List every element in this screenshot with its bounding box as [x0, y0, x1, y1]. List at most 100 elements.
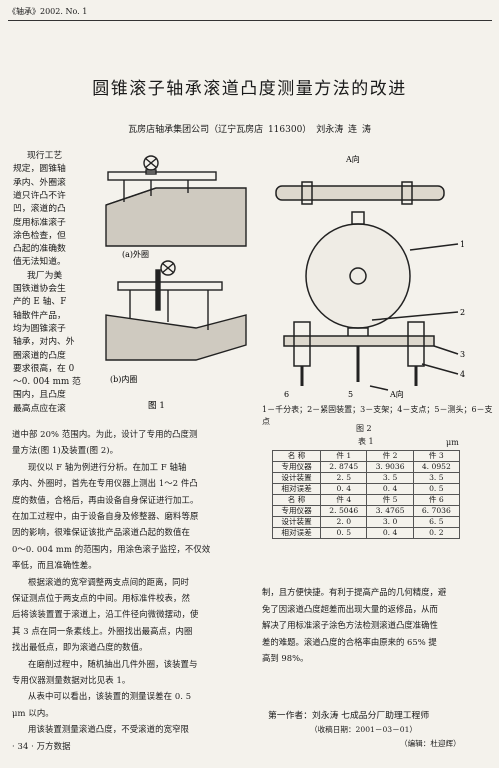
body-line: 承内、外圈时，首先在专用仪器上测出 1～2 件凸 — [12, 478, 198, 489]
table-cell: 3. 0 — [366, 516, 414, 528]
table-cell: 0. 5 — [320, 527, 368, 539]
body-line: 根据滚道的宽窄调整两支点间的距离，同时 — [28, 576, 190, 587]
body-line: 0～0. 004 mm 的范围内，用涂色滚子监控，不仅效 — [12, 543, 211, 554]
table-cell: 3. 5 — [412, 472, 461, 484]
table-cell: 件 5 — [366, 494, 414, 506]
body-line: 专用仪器测量数据对比见表 1。 — [12, 675, 131, 685]
table-cell: 件 1 — [320, 450, 368, 462]
byline-org: 瓦房店轴承集团公司（辽宁瓦房店 — [128, 125, 264, 135]
table-cell: 2. 5046 — [320, 505, 368, 517]
body-line: 道只许凸不许 — [13, 190, 66, 201]
body-line: · 34 · 万方数据 — [12, 740, 71, 751]
article-title: 圆锥滚子轴承滚道凸度测量方法的改进 — [92, 79, 407, 99]
editor-note: （编辑：杜迎辉） — [400, 739, 461, 748]
table-cell: 相对误差 — [271, 527, 322, 539]
body-line: ～0. 004 mm 范 — [13, 377, 81, 388]
author-note: 第一作者：刘永涛 七成品分厂助理工程师 — [268, 711, 430, 721]
table-cell: 0. 4 — [366, 483, 414, 495]
byline: 瓦房店轴承集团公司（辽宁瓦房店 116300） 刘永涛 连 涛 — [0, 122, 499, 135]
fig2-label-bottom: A向 — [389, 389, 404, 399]
table-cell: 0. 4 — [366, 527, 414, 539]
fig1-label-b: (b)内圈 — [110, 374, 137, 384]
body-line: 轴散件产品， — [13, 310, 66, 321]
fig2-caption: 图 2 — [356, 424, 372, 433]
body-line: 后将该装置置于滚道上，沿工件径向微微摆动，使 — [12, 609, 199, 620]
body-line: 现行工艺 — [27, 151, 63, 161]
fig1-caption: 图 1 — [148, 400, 165, 410]
table1-title: 表 1 — [358, 437, 374, 446]
body-line: 保证测点位于两支点的中间。用标准件校表，然 — [12, 593, 190, 603]
body-line: 我厂为美 — [27, 270, 63, 281]
body-line: μm 以内。 — [12, 707, 54, 718]
body-line: 其 3 点在同一条素线上。外圈找出最高点，内圈 — [12, 625, 193, 636]
figure-1: (a)外圈 (b)内圈 图 1 — [105, 155, 247, 410]
body-line: 凸起的准确数 — [13, 244, 66, 255]
body-line: 国铁道协会生 — [13, 284, 66, 294]
fig2-part-2: 2 — [460, 308, 465, 317]
table-cell: 3. 5 — [366, 472, 414, 484]
table-cell: 6. 5 — [412, 516, 461, 528]
body-line: 规定，圆锥轴 — [13, 164, 66, 175]
body-line: 度的数值，合格后，再由设备自身保证进行加工。 — [12, 494, 199, 505]
body-line: 最高点应在滚 — [13, 403, 66, 414]
table-cell: 6. 7036 — [412, 505, 461, 517]
body-line: 找出最低点，即为滚道凸度的数值。 — [12, 642, 148, 653]
table-cell: 2. 0 — [320, 516, 368, 528]
body-line: 产的 E 轴、F — [13, 297, 67, 308]
body-line: 凹，滚道的凸 — [13, 204, 66, 215]
table-cell: 2. 8745 — [320, 461, 368, 473]
table-cell: 件 6 — [412, 494, 461, 506]
table-cell: 设计装置 — [271, 516, 322, 528]
body-line: 圈滚道的凸度 — [13, 350, 66, 361]
body-line: 从表中可以看出，该装置的测量误差在 0. 5 — [28, 691, 192, 702]
fig2-part-4: 4 — [460, 370, 465, 379]
figure-2: A向 A向 1 2 3 4 5 6 — [275, 154, 465, 399]
table-cell: 件 3 — [412, 450, 461, 462]
body-line: 高到 98%。 — [262, 653, 309, 664]
byline-postcode: 116300） — [267, 125, 312, 135]
body-line: 差的难题。滚道凸度的合格率由原来的 65% 提 — [262, 636, 437, 647]
table-cell: 名 称 — [271, 450, 322, 462]
fig2-part-6: 6 — [284, 390, 289, 399]
table-cell: 4. 0952 — [412, 461, 461, 473]
body-line: 因的影响，很难保证该批产品滚道凸起的数值在 — [12, 527, 190, 538]
fig2-part-5: 5 — [348, 390, 353, 399]
fig1-label-a: (a)外圈 — [122, 249, 149, 259]
table-cell: 3. 4765 — [366, 505, 414, 517]
table-cell: 0. 2 — [412, 527, 461, 539]
byline-authors: 刘永涛 连 涛 — [316, 125, 371, 135]
body-line: 在加工过程中，由于设备自身及修整器、磨料等原 — [12, 511, 199, 521]
header-rule — [8, 20, 492, 21]
table-cell: 3. 9036 — [366, 461, 414, 473]
body-line: 在磨削过程中，随机抽出几件外圈，该装置与 — [28, 658, 198, 669]
table1-unit: μm — [446, 438, 459, 447]
body-line: 现仪以 F 轴为例进行分析。在加工 F 轴轴 — [28, 461, 187, 472]
table-cell: 件 4 — [320, 494, 368, 506]
table-cell: 专用仪器 — [271, 461, 322, 473]
body-line: 用该装置测量滚道凸度，不受滚道的宽窄限 — [28, 724, 190, 735]
journal-header: 《轴承》2002. No. 1 — [8, 7, 88, 16]
table-cell: 专用仪器 — [271, 505, 322, 517]
fig2-part-1: 1 — [460, 240, 465, 249]
body-line: 值无法知道。 — [13, 257, 66, 268]
table-cell: 设计装置 — [271, 472, 322, 484]
body-line: 免了因滚道凸度超差而出现大量的返修品，从而 — [262, 603, 438, 614]
fig2-label-top: A向 — [345, 154, 360, 164]
fig2-legend-line1: 1－千分表；2－紧固装置；3－支架；4－支点；5－测头；6－支 — [262, 405, 493, 414]
table-cell: 名 称 — [271, 494, 322, 506]
body-line: 均为圆锥滚子 — [13, 323, 66, 334]
fig2-legend-line2: 点 — [262, 417, 270, 426]
body-line: 度用标准滚子 — [13, 217, 66, 228]
table-cell: 0. 4 — [320, 483, 368, 495]
body-line: 要求很高，在 0 — [13, 363, 75, 374]
fig2-part-3: 3 — [460, 350, 465, 359]
table-cell: 相对误差 — [271, 483, 322, 495]
